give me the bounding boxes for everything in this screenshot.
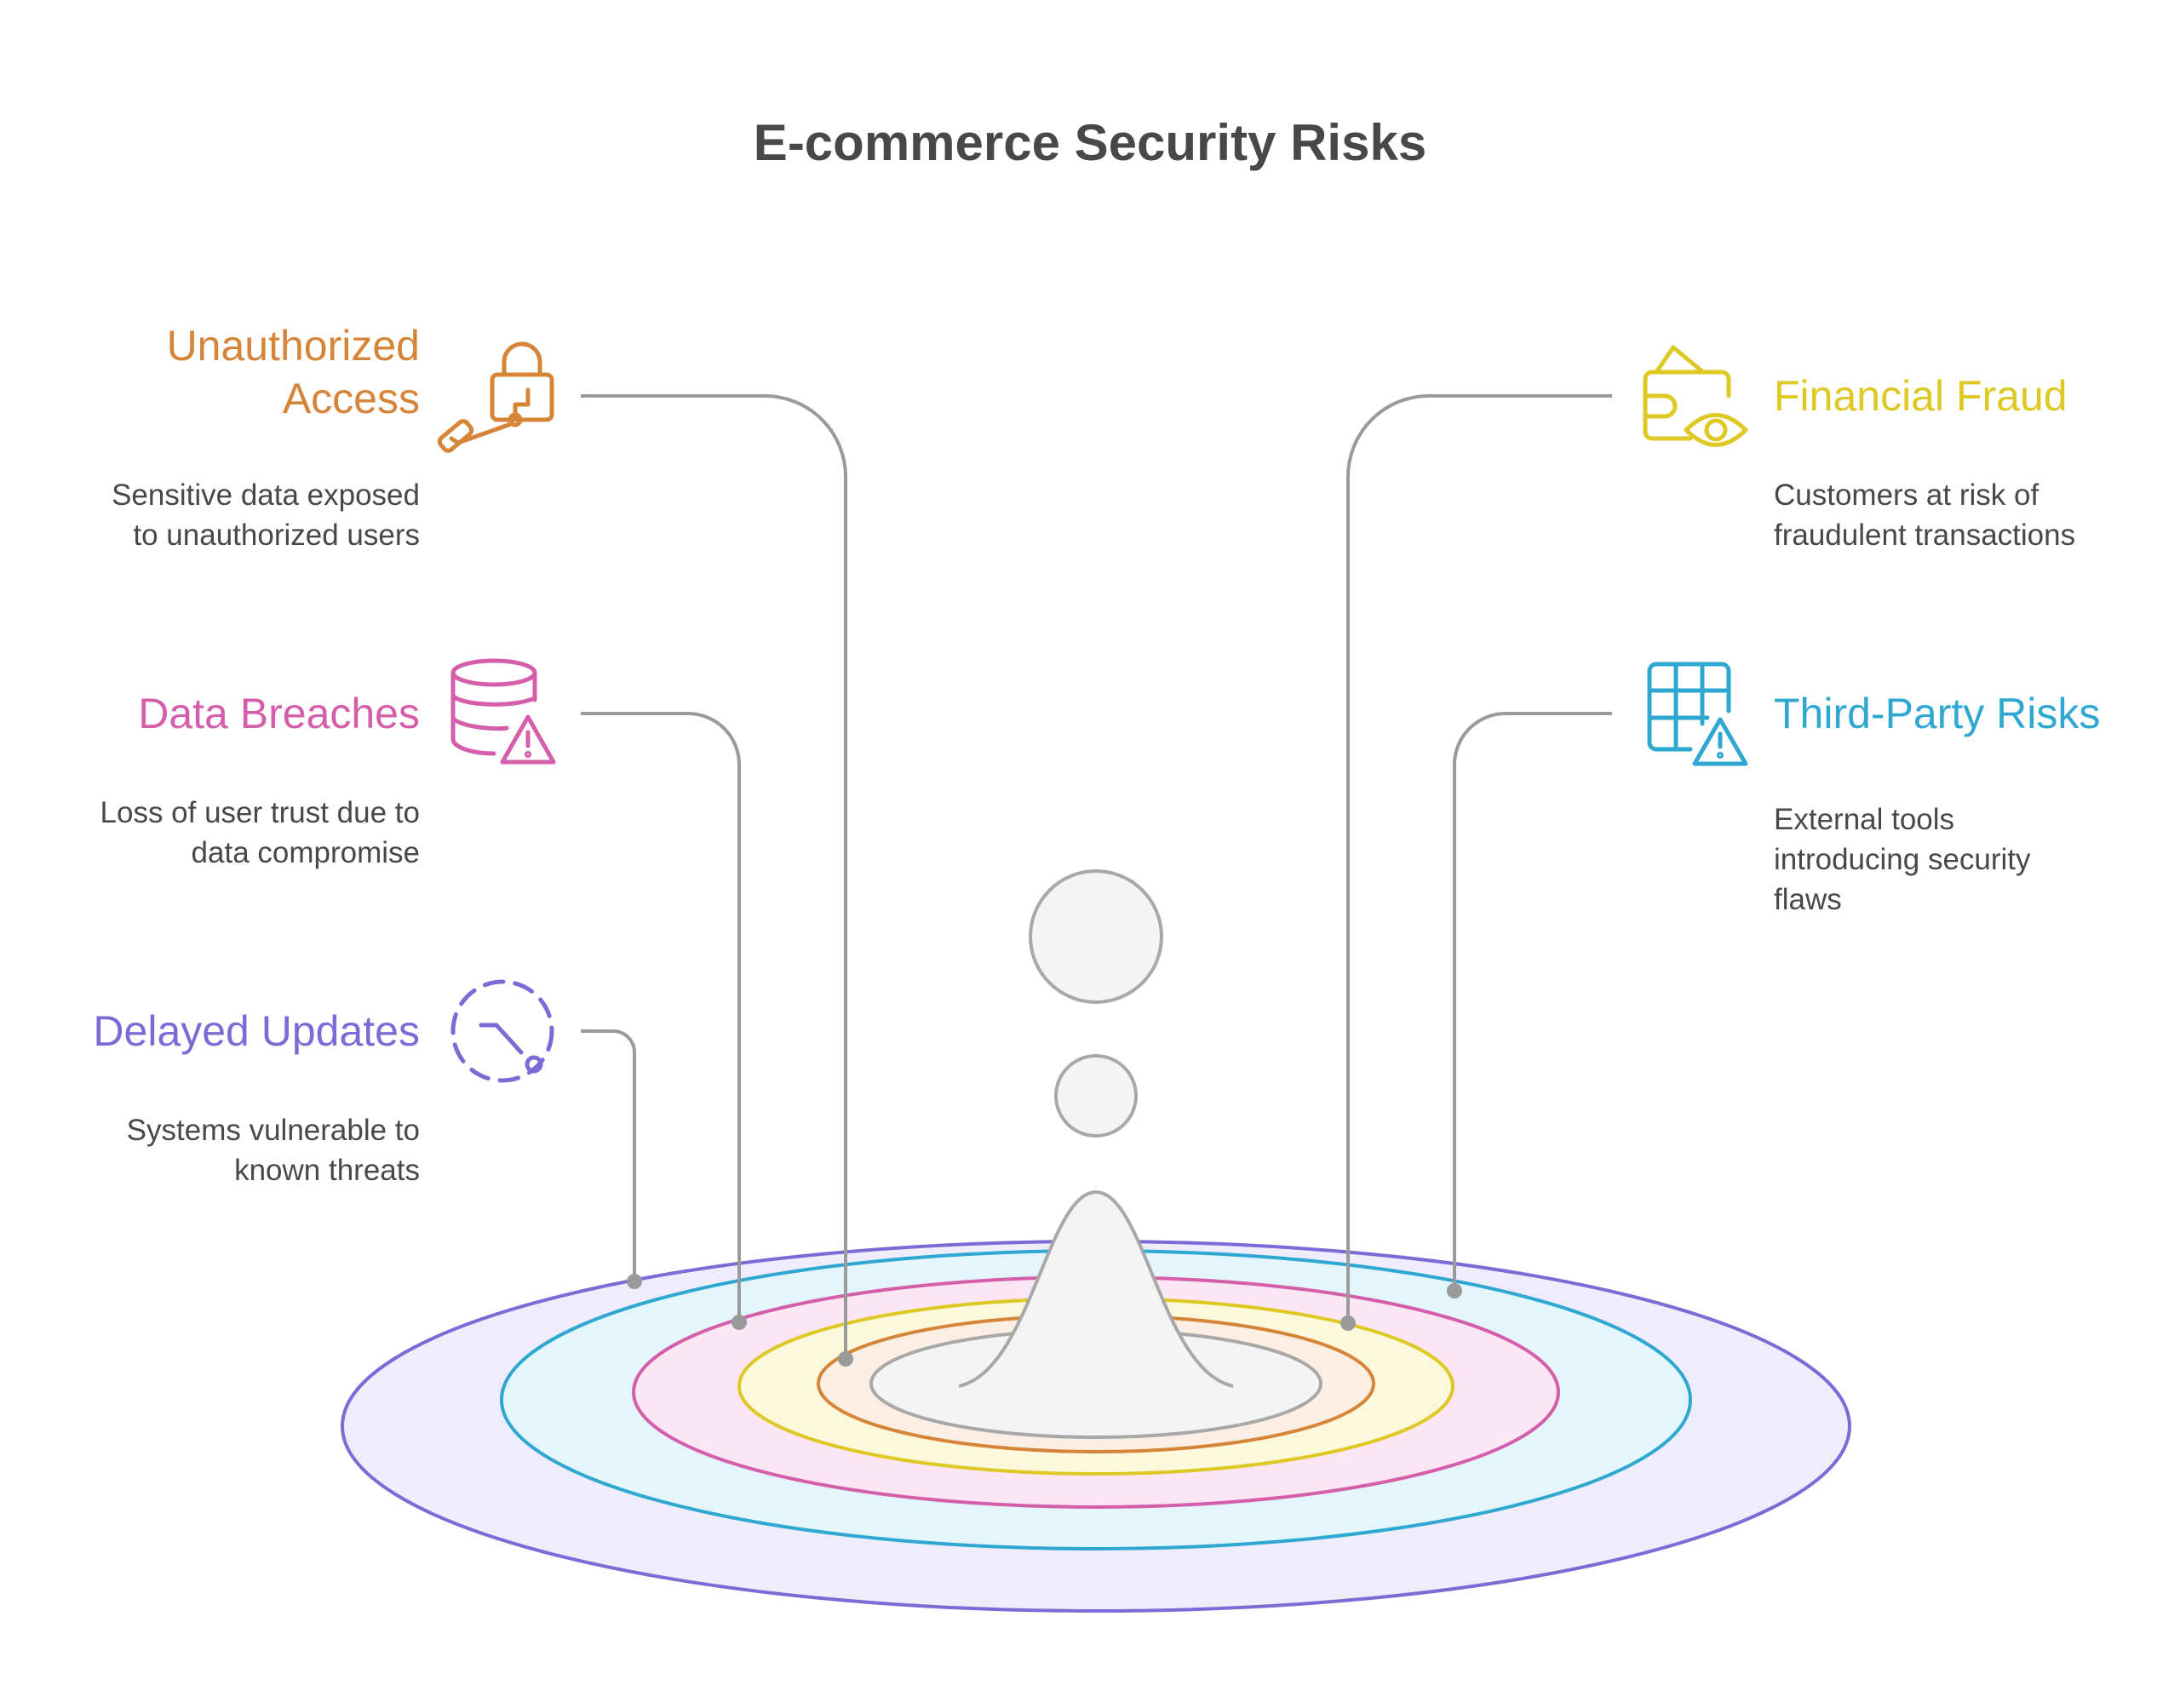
description-line: Customers at risk of <box>1774 479 2039 512</box>
description-unauthorized-access: Sensitive data exposed to unauthorized u… <box>112 475 420 555</box>
database-warning-icon <box>450 658 556 765</box>
description-line: fraudulent transactions <box>1774 519 2076 552</box>
heading-unauthorized-access-line-2: Access <box>282 375 420 422</box>
heading-unauthorized-access-line-1: Unauthorized <box>166 322 420 370</box>
droplet-large <box>1029 869 1163 1004</box>
heading-data-breaches: Data Breaches <box>138 690 420 737</box>
ripple-rings <box>341 1240 1851 1613</box>
grid-warning-icon <box>1647 662 1748 766</box>
dot-data-breaches <box>731 1315 747 1330</box>
connector-data-breaches <box>581 712 741 1322</box>
description-line: Systems vulnerable to <box>126 1114 420 1147</box>
description-financial-fraud: Customers at risk of fraudulent transact… <box>1774 475 2075 555</box>
heading-third-party-risks: Third-Party Risks <box>1774 690 2101 737</box>
description-line: introducing security <box>1774 843 2031 876</box>
dashed-clock-icon <box>450 979 554 1083</box>
heading-delayed-updates: Delayed Updates <box>93 1007 420 1055</box>
description-line: data compromise <box>191 836 420 869</box>
water-drop <box>958 869 1234 1388</box>
description-line: Loss of user trust due to <box>100 796 420 829</box>
dot-delayed-updates <box>627 1274 642 1289</box>
description-line: Sensitive data exposed <box>112 479 420 512</box>
description-line: External tools <box>1774 803 1955 836</box>
wallet-eye-icon <box>1643 345 1748 447</box>
heading-unauthorized-access: Unauthorized Access <box>167 319 420 425</box>
connector-third-party-risks <box>1453 712 1612 1291</box>
splash-peak <box>958 1189 1234 1388</box>
connector-dots <box>627 1274 1462 1367</box>
diagram-title: E-commerce Security Risks <box>753 114 1427 171</box>
description-data-breaches: Loss of user trust due to data compromis… <box>100 793 420 873</box>
description-line: known threats <box>234 1154 420 1187</box>
description-delayed-updates: Systems vulnerable to known threats <box>127 1110 420 1190</box>
description-line: to unauthorized users <box>133 519 420 552</box>
droplet-small <box>1054 1054 1138 1138</box>
connectors <box>581 394 1612 1359</box>
dot-third-party-risks <box>1447 1283 1462 1298</box>
dot-unauthorized-access <box>838 1351 853 1367</box>
connector-financial-fraud <box>1346 394 1612 1323</box>
description-line: flaws <box>1774 883 1842 916</box>
connector-delayed-updates <box>581 1029 636 1281</box>
lock-key-icon <box>437 341 554 453</box>
connector-unauthorized-access <box>581 394 847 1359</box>
dot-financial-fraud <box>1340 1315 1356 1331</box>
description-third-party-risks: External tools introducing security flaw… <box>1774 800 2031 920</box>
heading-financial-fraud: Financial Fraud <box>1774 372 2068 420</box>
